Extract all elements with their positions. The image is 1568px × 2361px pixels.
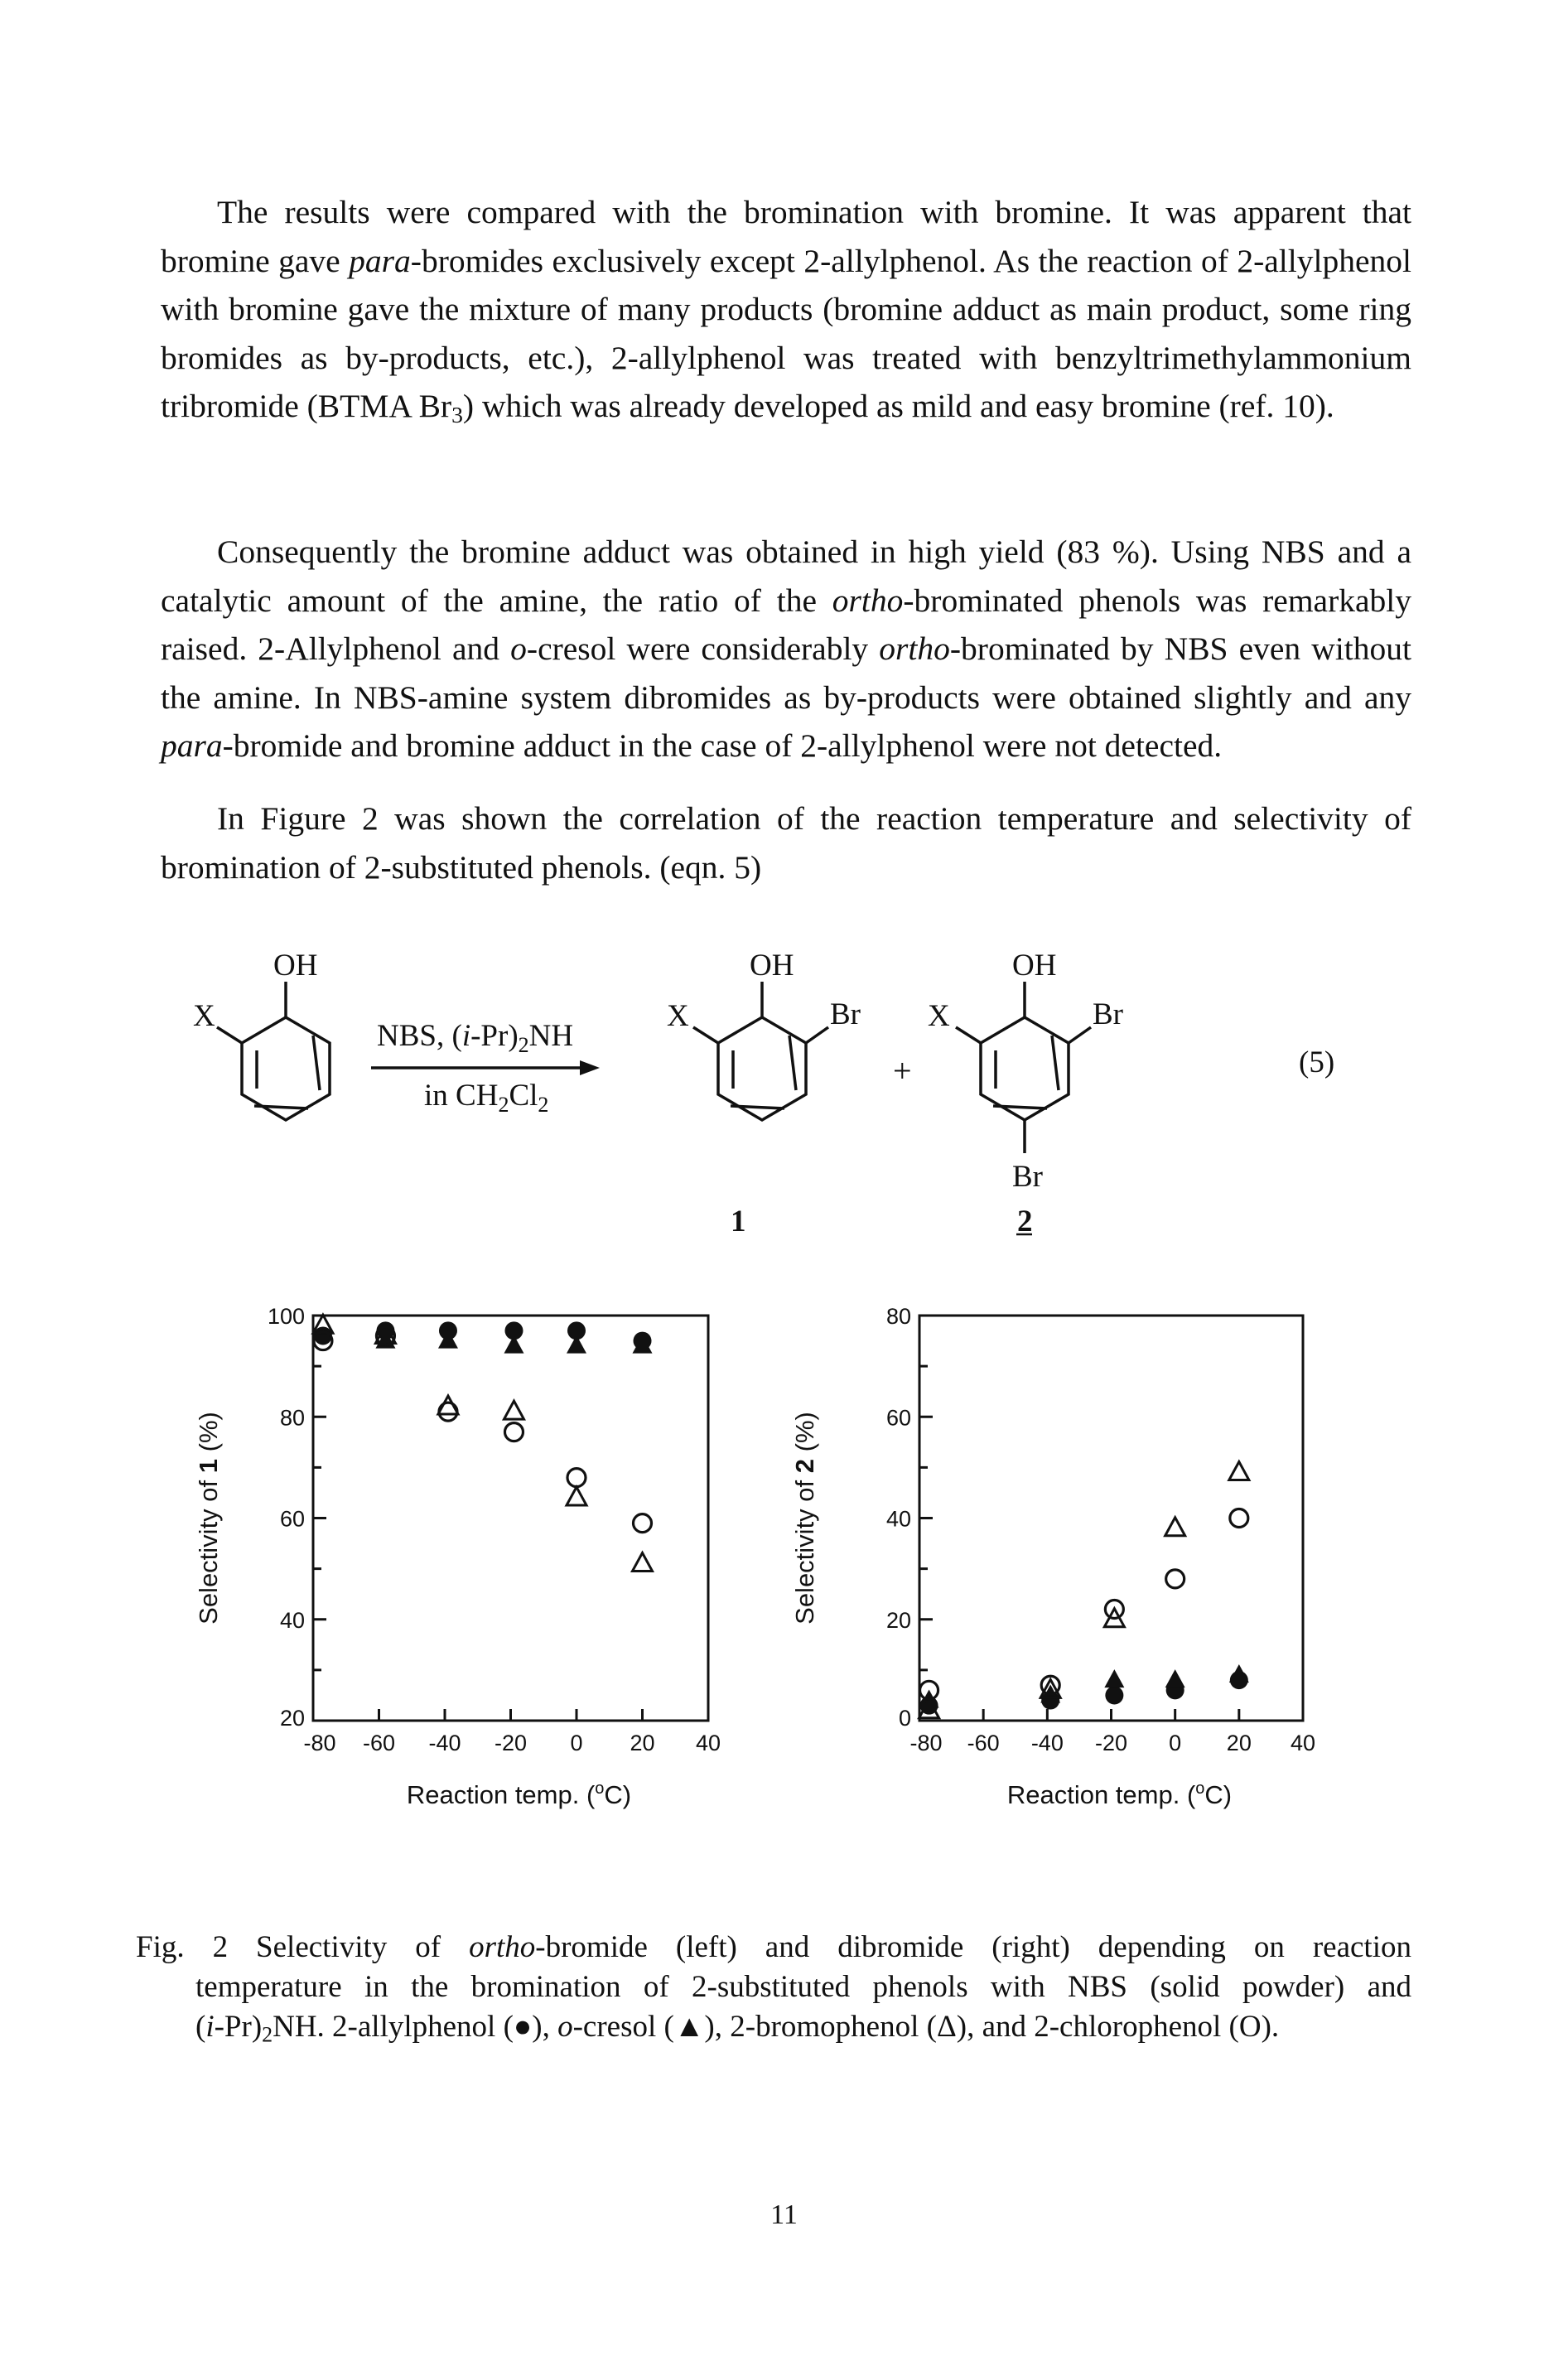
caption-line-3: (i-Pr)2NH. 2-allylphenol (●), o-cresol (…	[195, 2010, 1280, 2047]
filled-triangle-point	[632, 1335, 653, 1354]
open-triangle-point	[1163, 1514, 1188, 1538]
solvent-label: in CH2Cl2	[424, 1079, 548, 1117]
open-circle-point	[1103, 1598, 1125, 1620]
filled-triangle-point	[504, 1335, 524, 1354]
x-tick-label: 0	[570, 1731, 582, 1755]
x-tick-label: 20	[1227, 1731, 1252, 1755]
compound-2-label: 2	[1017, 1205, 1033, 1238]
x-tick-label: -20	[495, 1731, 527, 1755]
open-triangle-point	[1227, 1459, 1252, 1481]
x-tick-label: 20	[630, 1731, 654, 1755]
paragraph-2: Consequently the bromine adduct was obta…	[161, 534, 1411, 765]
open-circle-point	[437, 1401, 459, 1422]
open-circle-point	[918, 1679, 940, 1701]
x-tick-label: -40	[1031, 1731, 1064, 1755]
y-tick-label: 20	[280, 1706, 305, 1731]
x-tick-label: -60	[363, 1731, 395, 1755]
filled-circle-point	[567, 1321, 586, 1340]
product-1-x-label: X	[667, 999, 689, 1033]
compound-1-label: 1	[731, 1205, 746, 1238]
x-tick-label: 0	[1169, 1731, 1181, 1755]
x-tick-label: -40	[428, 1731, 461, 1755]
y-tick-label: 80	[280, 1405, 305, 1430]
y-tick-label: 40	[280, 1608, 305, 1633]
filled-triangle-point	[567, 1335, 586, 1354]
reactant-oh-label: OH	[273, 949, 317, 983]
y-tick-label: 0	[899, 1706, 911, 1731]
product-2-x-label: X	[928, 999, 950, 1033]
open-triangle-point	[311, 1312, 335, 1335]
y-tick-label: 80	[886, 1304, 911, 1329]
open-circle-point	[631, 1513, 654, 1534]
paragraph-1: The results were compared with the bromi…	[161, 194, 1411, 428]
open-circle-point	[566, 1466, 587, 1489]
product-1-br-label: Br	[830, 997, 861, 1031]
y-axis-title: Selectivity of 1 (%)	[194, 1412, 223, 1625]
x-axis-title: Reaction temp. (oC)	[407, 1779, 631, 1809]
y-tick-label: 100	[268, 1304, 305, 1329]
paragraph-3: In Figure 2 was shown the correlation of…	[161, 800, 1411, 886]
caption-line-1: Fig. 2 Selectivity of ortho-bromide (lef…	[136, 1930, 1411, 1964]
x-tick-label: -20	[1095, 1731, 1127, 1755]
open-circle-point	[312, 1330, 334, 1352]
x-tick-label: -60	[967, 1731, 1000, 1755]
y-tick-label: 60	[886, 1405, 911, 1430]
reaction-scheme: OH X NBS, (i-Pr)2NH in CH2Cl2 OH X Br + …	[193, 949, 1334, 1238]
open-triangle-point	[630, 1550, 655, 1573]
open-circle-point	[374, 1325, 397, 1347]
open-triangle-point	[373, 1322, 398, 1345]
y-tick-label: 60	[280, 1507, 305, 1532]
caption-line-2: temperature in the bromination of 2-subs…	[195, 1970, 1411, 2004]
x-tick-label: -80	[303, 1731, 335, 1755]
open-triangle-point	[501, 1398, 527, 1421]
filled-triangle-point	[1165, 1669, 1185, 1688]
filled-triangle-point	[437, 1330, 458, 1349]
y-axis-title: Selectivity of 2 (%)	[790, 1412, 819, 1625]
arrow-head	[580, 1060, 600, 1075]
open-triangle-point	[917, 1697, 942, 1720]
x-axis-title: Reaction temp. (oC)	[1007, 1779, 1232, 1809]
open-circle-point	[1165, 1568, 1186, 1590]
figure-caption: Fig. 2 Selectivity of ortho-bromide (lef…	[136, 1928, 1411, 2047]
x-tick-label: -80	[909, 1731, 942, 1755]
product-2-oh-label: OH	[1012, 949, 1056, 983]
filled-triangle-point	[1104, 1669, 1125, 1688]
filled-circle-point	[1105, 1686, 1124, 1705]
reagent-label: NBS, (i-Pr)2NH	[377, 1019, 573, 1057]
equation-number: (5)	[1299, 1045, 1334, 1079]
y-tick-label: 40	[886, 1507, 911, 1532]
open-circle-point	[503, 1421, 525, 1443]
page-number: 11	[770, 2199, 798, 2230]
product-1-oh-label: OH	[750, 949, 794, 983]
product-2-br-para-label: Br	[1012, 1160, 1043, 1194]
filled-circle-point	[313, 1326, 332, 1345]
open-circle-point	[1040, 1674, 1061, 1696]
product-2-br-label: Br	[1093, 997, 1123, 1031]
filled-circle-point	[504, 1321, 523, 1340]
plus-sign: +	[893, 1052, 912, 1089]
open-triangle-point	[564, 1484, 589, 1507]
open-triangle-point	[1038, 1677, 1063, 1699]
x-tick-label: 40	[1291, 1731, 1315, 1755]
plot-frame	[918, 1314, 1305, 1722]
reactant-x-label: X	[193, 999, 215, 1033]
open-circle-point	[1228, 1507, 1250, 1529]
x-tick-label: 40	[696, 1731, 721, 1755]
filled-triangle-point	[1228, 1663, 1249, 1683]
y-tick-label: 20	[886, 1608, 911, 1633]
